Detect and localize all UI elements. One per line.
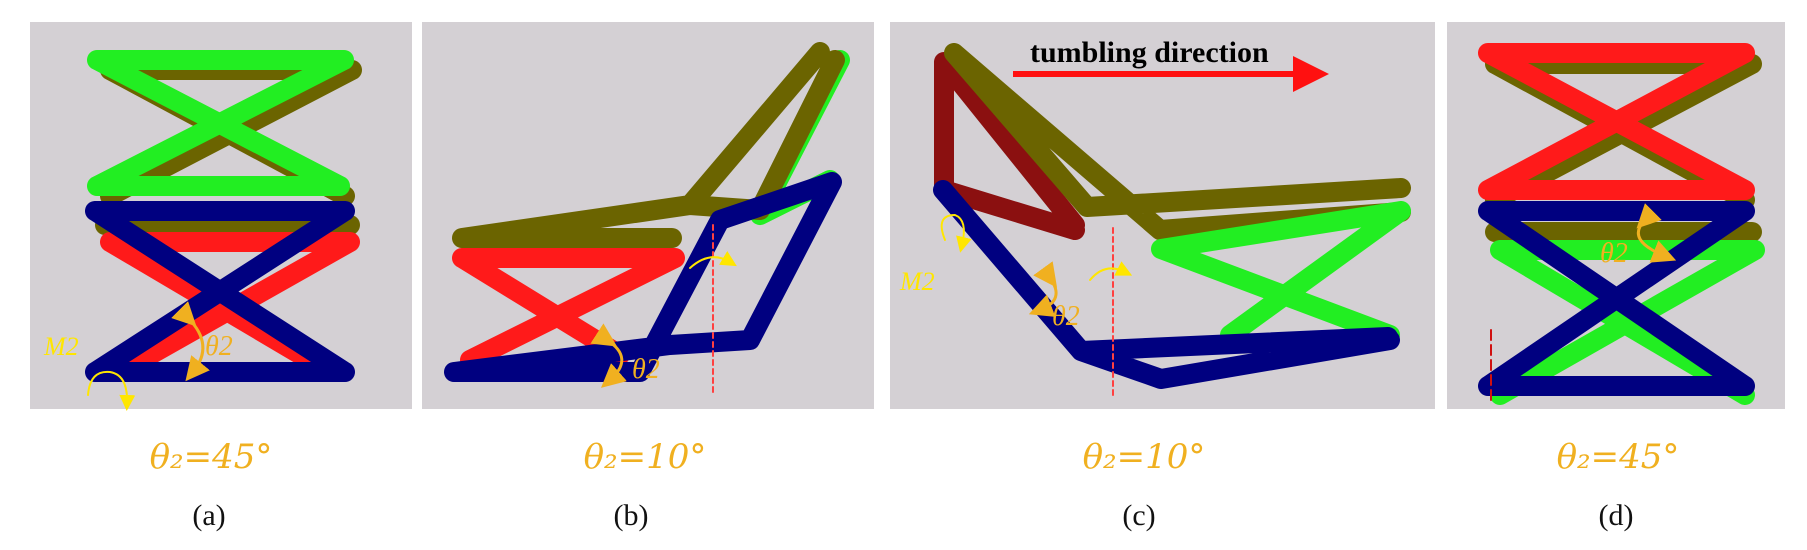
tumbling-direction-label: tumbling direction — [1030, 36, 1269, 69]
caption-a: (a) — [192, 499, 225, 532]
angle-label-a: θ2 — [205, 331, 233, 362]
caption-d: (d) — [1599, 499, 1634, 532]
angle-arrow-d — [1636, 203, 1677, 263]
caption-b: (b) — [614, 499, 649, 532]
blue-link — [933, 180, 1400, 389]
angle-arrow-b — [590, 323, 627, 388]
red-link — [934, 52, 1085, 240]
angle-value-a: θ₂=45° — [150, 437, 273, 477]
blue-link — [444, 172, 842, 382]
panel-b-mechanism — [444, 42, 850, 393]
rotation-arrow-b — [689, 251, 737, 269]
moment-label-c: M2 — [899, 267, 935, 296]
blue-scissor — [1478, 201, 1755, 396]
green-scissor — [1151, 201, 1411, 345]
angle-label-b: θ2 — [632, 354, 660, 385]
green-scissor — [87, 50, 354, 196]
red-scissor — [1478, 43, 1755, 200]
panel-c-mechanism — [933, 43, 1411, 396]
angle-value-b: θ₂=10° — [584, 437, 707, 477]
moment-arrow-a — [87, 370, 136, 411]
angle-value-d: θ₂=45° — [1557, 437, 1680, 477]
panel-a-mechanism — [85, 50, 362, 382]
angle-label-c: θ2 — [1052, 301, 1080, 332]
caption-c: (c) — [1122, 499, 1155, 532]
rotation-arrow-c — [1089, 261, 1133, 281]
angle-label-d: θ2 — [1600, 238, 1628, 269]
angle-value-c: θ₂=10° — [1083, 437, 1206, 477]
angle-arrow-a — [171, 301, 210, 382]
angle-arrow-c — [1028, 261, 1058, 317]
panel-d-mechanism — [1478, 43, 1765, 405]
blue-scissor — [85, 201, 355, 382]
moment-arrow-c — [940, 214, 972, 253]
moment-label-a: M2 — [43, 332, 79, 361]
